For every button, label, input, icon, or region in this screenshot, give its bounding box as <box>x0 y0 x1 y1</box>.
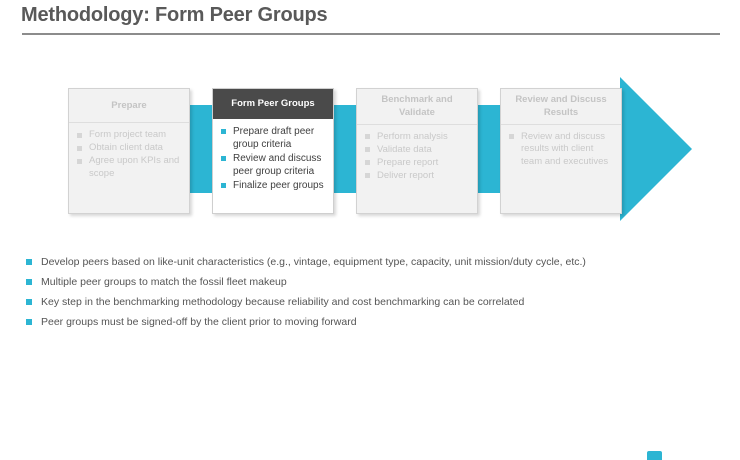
process-stage-body: Perform analysis Validate data Prepare r… <box>357 125 477 213</box>
process-stage-header: Review and Discuss Results <box>501 89 621 125</box>
list-item: Prepare draft peer group criteria <box>221 125 326 151</box>
list-item: Review and discuss peer group criteria <box>221 152 326 178</box>
list-item: Deliver report <box>365 170 470 183</box>
process-stage-prepare[interactable]: Prepare Form project team Obtain client … <box>68 88 190 214</box>
list-item: Validate data <box>365 144 470 157</box>
process-stage-body: Prepare draft peer group criteria Review… <box>213 119 333 213</box>
process-stage-list: Form project team Obtain client data Agr… <box>77 129 182 180</box>
list-item: Key step in the benchmarking methodology… <box>26 292 716 312</box>
process-stage-body: Review and discuss results with client t… <box>501 125 621 213</box>
list-item: Agree upon KPIs and scope <box>77 155 182 180</box>
list-item: Form project team <box>77 129 182 142</box>
process-stage-benchmark-and-validate[interactable]: Benchmark and Validate Perform analysis … <box>356 88 478 214</box>
process-stage-list: Review and discuss results with client t… <box>509 131 614 169</box>
list-item: Finalize peer groups <box>221 179 326 192</box>
list-item: Peer groups must be signed-off by the cl… <box>26 312 716 332</box>
brand-logo-icon <box>647 451 662 460</box>
process-arrow-head-icon <box>620 77 692 221</box>
list-item: Multiple peer groups to match the fossil… <box>26 272 716 292</box>
process-stage-form-peer-groups[interactable]: Form Peer Groups Prepare draft peer grou… <box>212 88 334 214</box>
title-divider <box>22 33 720 35</box>
process-stage-list: Prepare draft peer group criteria Review… <box>221 125 326 192</box>
key-points-list: Develop peers based on like-unit charact… <box>26 252 716 332</box>
process-stage-review-and-discuss-results[interactable]: Review and Discuss Results Review and di… <box>500 88 622 214</box>
list-item: Perform analysis <box>365 131 470 144</box>
process-stage-list: Perform analysis Validate data Prepare r… <box>365 131 470 183</box>
list-item: Prepare report <box>365 157 470 170</box>
list-item: Review and discuss results with client t… <box>509 131 614 169</box>
process-stage-body: Form project team Obtain client data Agr… <box>69 123 189 213</box>
list-item: Obtain client data <box>77 142 182 155</box>
process-stage-header: Benchmark and Validate <box>357 89 477 125</box>
list-item: Develop peers based on like-unit charact… <box>26 252 716 272</box>
page-title: Methodology: Form Peer Groups <box>21 4 328 26</box>
process-stage-header: Form Peer Groups <box>213 89 333 119</box>
process-flow-diagram: Prepare Form project team Obtain client … <box>68 77 692 221</box>
process-stage-header: Prepare <box>69 89 189 123</box>
